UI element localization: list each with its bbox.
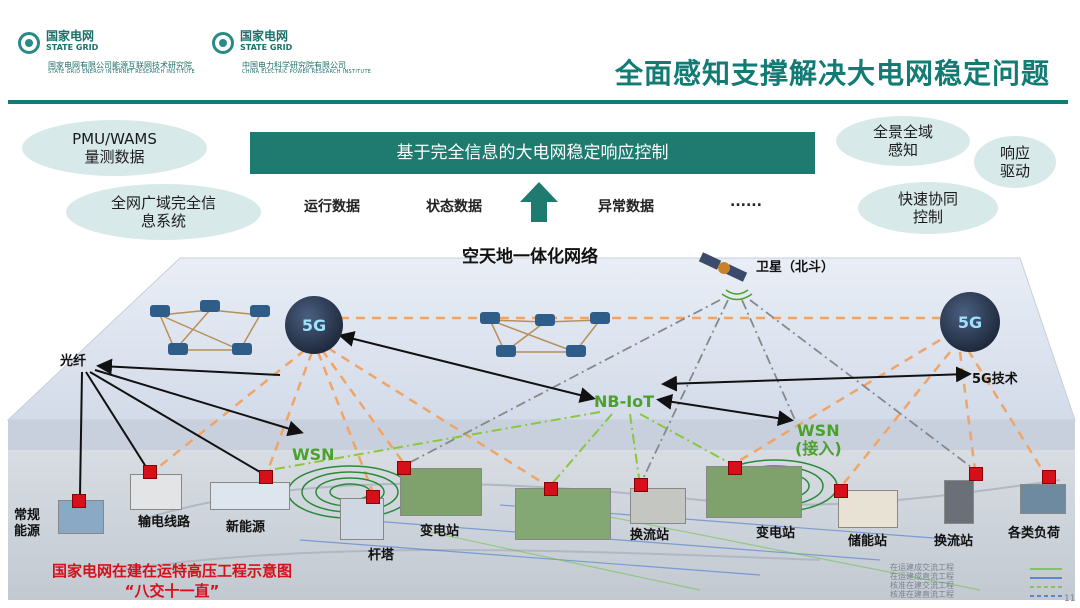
5g-badge: 5G — [957, 312, 983, 332]
state-grid-logo-icon — [18, 32, 40, 54]
ellipse-response-drive: 响应 驱动 — [974, 136, 1056, 188]
label-substation-2: 变电站 — [756, 526, 796, 541]
page-title: 全面感知支撑解决大电网稳定问题 — [614, 57, 1050, 90]
fiber-label: 光纤 — [60, 354, 87, 369]
data-label-operation: 运行数据 — [304, 199, 360, 215]
5g-tech-label: 5G技术 — [972, 372, 1018, 387]
logo-cn: 国家电网 — [240, 29, 289, 43]
router-icon — [496, 345, 516, 357]
legend-item: 在运建成直流工程 — [890, 572, 954, 581]
sensor-marker — [969, 467, 983, 481]
logo-epri: 国家电网 STATE GRID — [212, 30, 292, 54]
control-banner: 基于完全信息的大电网稳定响应控制 — [250, 132, 815, 174]
header-divider — [8, 100, 1068, 104]
router-icon — [168, 343, 188, 355]
map-legend-lines — [1030, 568, 1062, 597]
logo-en: STATE GRID — [46, 43, 99, 52]
network-title: 空天地一体化网络 — [462, 247, 598, 267]
router-icon — [250, 305, 270, 317]
label-storage-station: 储能站 — [848, 534, 888, 549]
new-energy-image — [210, 482, 290, 510]
ellipse-panorama-sensing: 全景全域 感知 — [836, 116, 970, 166]
label-loads: 各类负荷 — [1008, 526, 1061, 541]
sensor-marker — [366, 490, 380, 504]
up-arrow-icon — [520, 182, 558, 222]
logo-energy-internet-institute: 国家电网 STATE GRID — [18, 30, 98, 54]
5g-links — [154, 316, 1048, 491]
5g-globe-icon-left: 5G — [285, 296, 343, 354]
5g-globe-icon-right: 5G — [940, 292, 1000, 352]
sensor-marker — [834, 484, 848, 498]
logo-sub: 中国电力科学研究院有限公司 — [242, 61, 346, 70]
nbiot-label: NB-IoT — [594, 392, 655, 411]
logo-sub-en: CHINA ELECTRIC POWER RESEARCH INSTITUTE — [242, 69, 372, 75]
logo-sub: 国家电网有限公司能源互联网技术研究院 — [48, 61, 192, 70]
logo-cn: 国家电网 — [46, 29, 95, 43]
page-number: 11 — [1064, 594, 1076, 604]
router-icon — [232, 343, 252, 355]
network-plane-edge — [8, 420, 1075, 450]
label-converter-station-2: 换流站 — [934, 534, 974, 549]
sensor-marker — [1042, 470, 1056, 484]
router-icon — [200, 300, 220, 312]
ellipse-wide-area-info: 全网广域完全信 息系统 — [66, 184, 261, 240]
state-grid-logo-icon — [212, 32, 234, 54]
map-subtitle: “八交十一直” — [124, 582, 220, 600]
converter-station-image-1 — [630, 488, 686, 524]
sensor-marker — [544, 482, 558, 496]
router-icon — [535, 314, 555, 326]
router-icon — [590, 312, 610, 324]
substation-image-1 — [400, 468, 482, 516]
load-image — [1020, 484, 1066, 514]
fiber-and-links — [79, 331, 972, 496]
satellite-label: 卫星（北斗） — [756, 260, 835, 275]
storage-station-image — [838, 490, 898, 528]
ellipse-pmu-wams: PMU/WAMS 量测数据 — [22, 120, 207, 176]
sensor-marker — [259, 470, 273, 484]
router-icon — [150, 305, 170, 317]
tower-image — [340, 498, 384, 540]
wsn-access-label: WSN (接入) — [795, 421, 842, 458]
logo-en: STATE GRID — [240, 43, 293, 52]
map-title: 国家电网在建在运特高压工程示意图 — [51, 562, 292, 580]
router-icon — [480, 312, 500, 324]
5g-badge: 5G — [301, 315, 327, 335]
sensor-marker — [143, 465, 157, 479]
sensor-marker — [397, 461, 411, 475]
conventional-energy-image — [58, 500, 104, 534]
label-substation-1: 变电站 — [420, 524, 460, 539]
wsn-label-left: WSN — [292, 445, 335, 464]
legend-item: 在运建成交流工程 — [890, 563, 954, 572]
substation-image-3 — [706, 466, 802, 518]
logo-sub-en: STATE GRID ENERGY INTERNET RESEARCH INST… — [48, 69, 195, 75]
data-label-status: 状态数据 — [426, 199, 482, 215]
legend-item: 核准在建交流工程 — [890, 581, 954, 590]
map-legend: 在运建成交流工程 在运建成直流工程 核准在建交流工程 核准在建直流工程 — [890, 563, 954, 599]
substation-image-2 — [515, 488, 611, 540]
transmission-line-image — [130, 474, 182, 510]
label-transmission-line: 输电线路 — [138, 515, 191, 530]
label-converter-station-1: 换流站 — [630, 528, 670, 543]
nbiot-links — [269, 411, 736, 487]
legend-item: 核准在建直流工程 — [890, 590, 954, 599]
sensor-marker — [634, 478, 648, 492]
sensor-marker — [728, 461, 742, 475]
converter-station-image-2 — [944, 480, 974, 524]
ellipse-fast-coordination: 快速协同 控制 — [858, 182, 998, 234]
satellite-icon — [698, 252, 748, 282]
data-label-abnormal: 异常数据 — [598, 199, 654, 215]
label-new-energy: 新能源 — [226, 520, 266, 535]
satellite-signal-icon — [721, 289, 753, 301]
label-conventional-energy: 常规 能源 — [14, 508, 41, 539]
label-tower: 杆塔 — [368, 548, 395, 563]
data-label-more: ...... — [730, 194, 762, 210]
sensor-marker — [72, 494, 86, 508]
router-icon — [566, 345, 586, 357]
